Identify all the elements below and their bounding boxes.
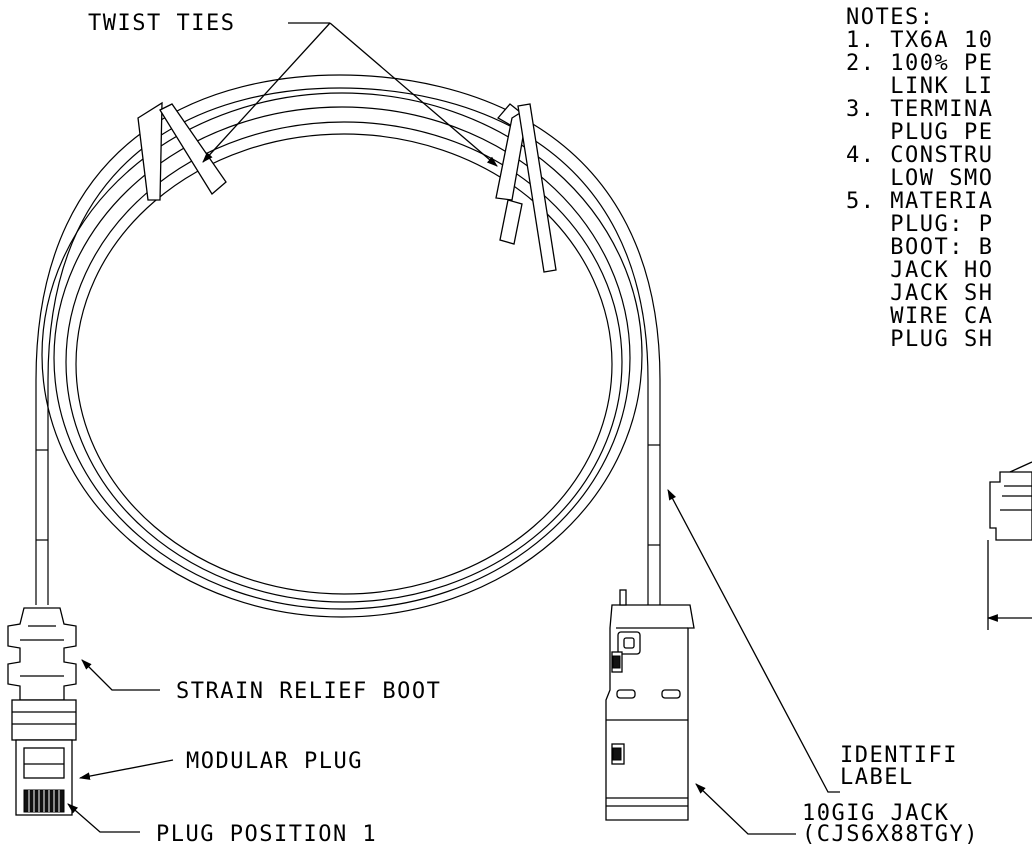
jack-housing (605, 604, 695, 821)
callout-identification-label-line2: LABEL (840, 765, 914, 790)
note-line: JACK SH (846, 281, 993, 306)
note-line: 2. 100% PE (846, 51, 993, 76)
callout-modular-plug: MODULAR PLUG (186, 749, 363, 774)
callout-twist-ties: TWIST TIES (88, 11, 235, 36)
callout-plug-position: PLUG POSITION 1 (156, 822, 377, 844)
note-line: 3. TERMINA (846, 97, 993, 122)
note-line: PLUG SH (846, 327, 993, 352)
plug-body-upper (11, 699, 77, 741)
detail-view-partial (986, 461, 1032, 630)
callout-jack-line1: 10GIG JACK (802, 801, 949, 826)
twist-tie-right (495, 103, 557, 273)
callout-strain-relief-boot: STRAIN RELIEF BOOT (176, 679, 441, 704)
note-line: JACK HO (846, 258, 993, 283)
modular-plug-assembly (7, 607, 77, 816)
callout-identification-label-line1: IDENTIFI (840, 743, 958, 768)
note-line: PLUG: P (846, 212, 993, 237)
note-line: WIRE CA (846, 304, 993, 329)
notes-block: NOTES: 1. TX6A 10 2. 100% PE LINK LI 3. … (846, 5, 993, 352)
cable-coil (35, 74, 661, 618)
note-line: 1. TX6A 10 (846, 28, 993, 53)
note-line: 4. CONSTRU (846, 143, 993, 168)
notes-title: NOTES: (846, 5, 934, 30)
note-line: LOW SMO (846, 166, 993, 191)
note-line: 5. MATERIA (846, 189, 993, 214)
strain-relief-boot-shape (7, 607, 77, 701)
twist-tie-left (137, 101, 227, 201)
note-line: PLUG PE (846, 120, 993, 145)
callout-jack-line2: (CJS6X88TGY) (802, 822, 979, 844)
note-line: BOOT: B (846, 235, 993, 260)
leader-lines (67, 22, 840, 835)
note-line: LINK LI (846, 74, 993, 99)
jack-assembly (605, 589, 695, 821)
